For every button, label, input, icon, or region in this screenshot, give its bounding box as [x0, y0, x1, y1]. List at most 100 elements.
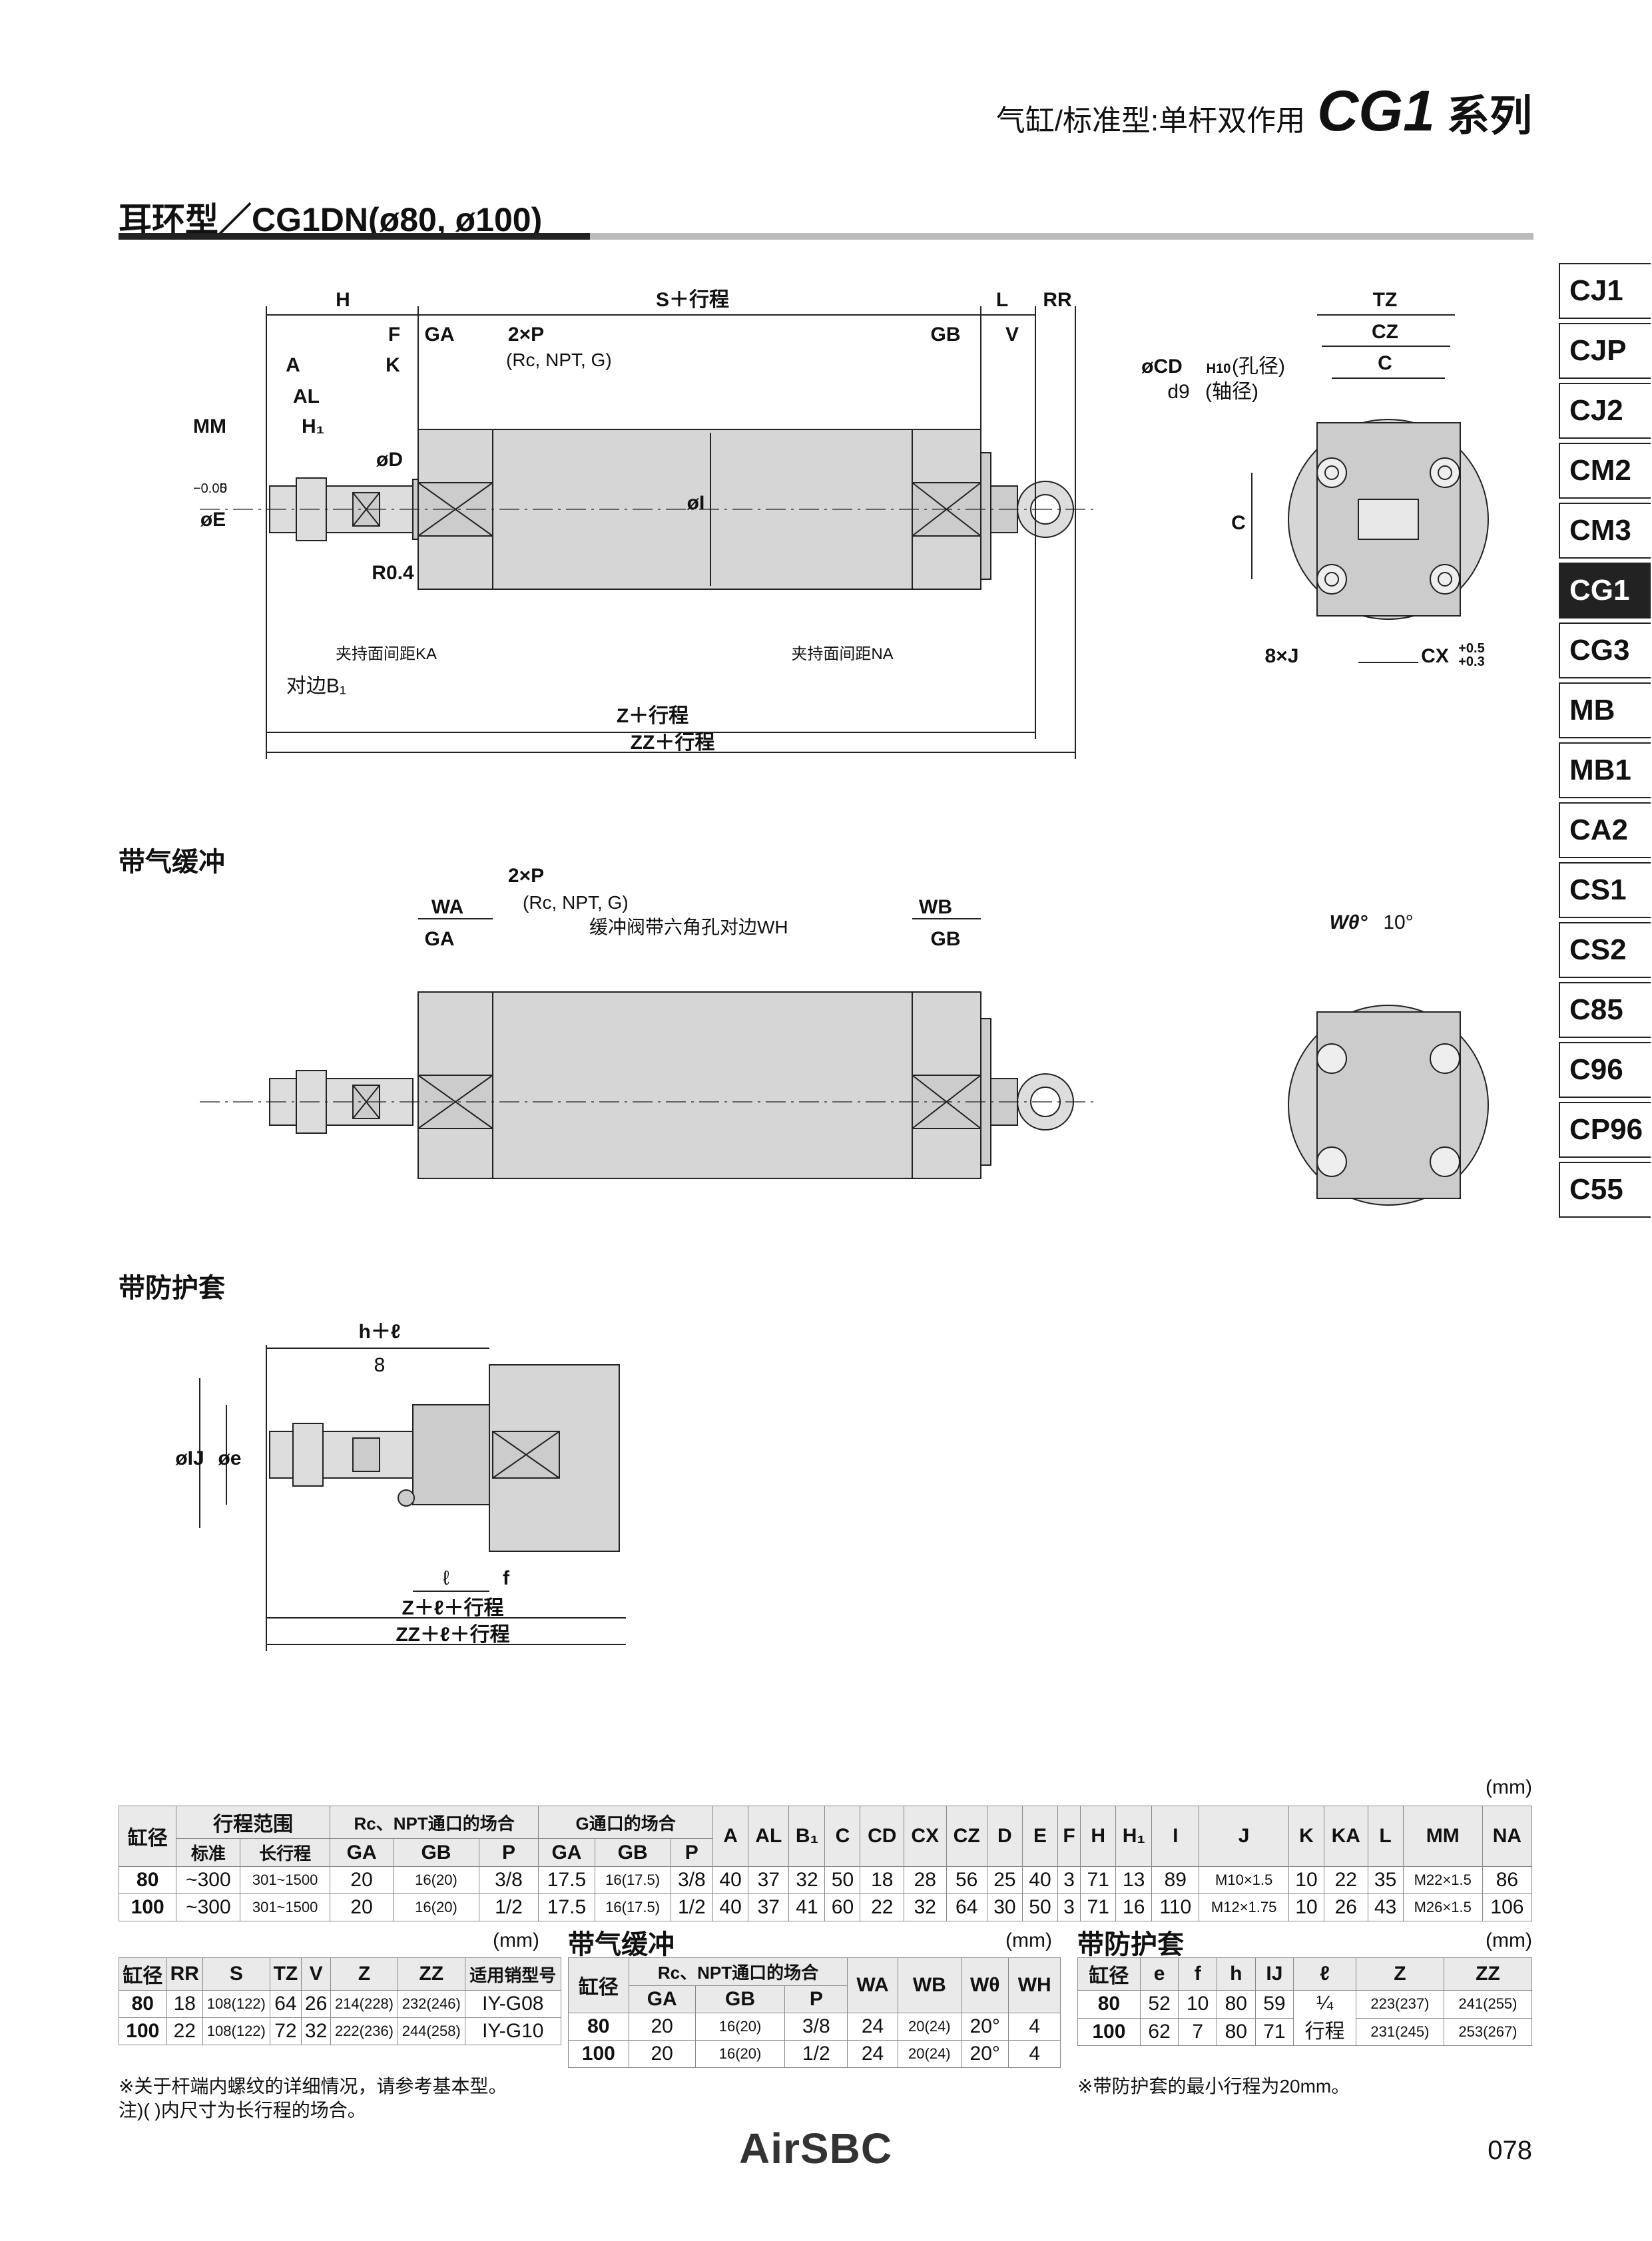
- table-cell: 52: [1139, 1990, 1179, 2019]
- dim-d9: d9: [1167, 381, 1189, 403]
- th-H: H: [1080, 1806, 1117, 1867]
- dim-AL: AL: [293, 385, 320, 407]
- table-cell: 3/8: [478, 1866, 539, 1894]
- table-boot-unit: (mm): [1486, 1929, 1532, 1951]
- table-cell: 4: [1008, 2013, 1061, 2041]
- table-cell: 86: [1482, 1866, 1533, 1894]
- title-rule-accent: [119, 233, 590, 240]
- dim-C: C: [1378, 352, 1392, 374]
- side-tab-cm3[interactable]: CM3: [1559, 503, 1651, 559]
- table-cell: IY-G08: [464, 1990, 562, 2018]
- dim-CZ: CZ: [1372, 321, 1398, 343]
- table-cell: 32: [301, 2017, 332, 2045]
- table-cell: 64: [269, 1990, 302, 2018]
- th-AL: AL: [748, 1806, 790, 1867]
- table-cell: 13: [1115, 1866, 1153, 1894]
- dim-Z: Z＋行程: [617, 705, 688, 727]
- cushion-WA: WA: [431, 896, 463, 918]
- table-cell: 24: [847, 2013, 898, 2041]
- side-tab-mb1[interactable]: MB1: [1559, 742, 1651, 798]
- boot-ZZ: ZZ＋ℓ＋行程: [396, 1624, 509, 1646]
- th-rr-7: 适用销型号: [464, 1957, 562, 1991]
- table-cell: 50: [1021, 1893, 1058, 1921]
- side-tab-cp96[interactable]: CP96: [1559, 1102, 1651, 1158]
- table-cell: 222(236): [330, 2017, 398, 2045]
- side-tab-cs2[interactable]: CS2: [1559, 922, 1651, 978]
- table-cell: ~300: [176, 1866, 241, 1894]
- th-A: A: [712, 1806, 749, 1867]
- side-tab-cj2[interactable]: CJ2: [1559, 383, 1651, 439]
- side-tab-cj1[interactable]: CJ1: [1559, 263, 1651, 319]
- table-cell: 108(122): [202, 2017, 270, 2045]
- side-tab-cjp[interactable]: CJP: [1559, 323, 1651, 379]
- table-cell: 24: [847, 2040, 898, 2068]
- table-boot-title: 带防护套: [1077, 1930, 1184, 1959]
- side-tab-mb[interactable]: MB: [1559, 682, 1651, 738]
- dim-J: 8×J: [1265, 645, 1299, 667]
- dim-E-tol-lo: −0.05: [193, 481, 227, 496]
- side-tab-c55[interactable]: C55: [1559, 1162, 1651, 1218]
- dim-B1: 对边B₁: [286, 675, 346, 697]
- th-c-GA: GA: [628, 1985, 696, 2013]
- boot-l-stroke: 行程: [1304, 2021, 1345, 2043]
- th-H1: H₁: [1115, 1806, 1153, 1867]
- side-tab-cg1[interactable]: CG1: [1559, 563, 1651, 619]
- table-cell: 16(17.5): [594, 1893, 671, 1921]
- side-tab-ca2[interactable]: CA2: [1559, 802, 1651, 858]
- table-rr-unit: (mm): [493, 1929, 539, 1951]
- table-cell: 37: [748, 1866, 790, 1894]
- boot-Z: Z＋ℓ＋行程: [402, 1597, 504, 1619]
- table-cell: 20: [628, 2013, 696, 2041]
- table-cell: 3/8: [670, 1866, 714, 1894]
- boot-l: ℓ: [443, 1567, 449, 1589]
- table-main-unit: (mm): [1486, 1776, 1532, 1798]
- th-CX: CX: [904, 1806, 947, 1867]
- table-cell: 253(267): [1443, 2017, 1533, 2046]
- th-GA-g: GA: [538, 1838, 595, 1867]
- table-cell: 3: [1057, 1866, 1081, 1894]
- side-tab-c85[interactable]: C85: [1559, 982, 1651, 1038]
- th-GB: GB: [393, 1838, 479, 1867]
- table-cell: 241(255): [1443, 1990, 1533, 2019]
- th-boot-4: IJ: [1254, 1957, 1294, 1991]
- table-cell: 40: [712, 1893, 749, 1921]
- dim-L: L: [996, 289, 1008, 311]
- cushion-10deg: 10°: [1383, 911, 1413, 933]
- table-cell: 110: [1151, 1893, 1200, 1921]
- table-cell: 71: [1254, 2017, 1294, 2046]
- side-tab-cg3[interactable]: CG3: [1559, 622, 1651, 678]
- header-series-word: 系列: [1447, 92, 1532, 140]
- section-cushion-title: 带气缓冲: [119, 848, 225, 877]
- table-cell: 22: [1324, 1866, 1368, 1894]
- th-c-bore: 缸径: [568, 1957, 629, 2013]
- dim-CD-hole: (孔径): [1232, 356, 1285, 377]
- table-cell: 20°: [961, 2040, 1009, 2068]
- boot-e: øe: [218, 1447, 241, 1469]
- table-cell: 72: [269, 2017, 302, 2045]
- cushion-WB: WB: [919, 896, 952, 918]
- th-c-WH: WH: [1008, 1957, 1061, 2013]
- dim-F: F: [388, 324, 400, 346]
- side-tab-cs1[interactable]: CS1: [1559, 862, 1651, 918]
- th-rr-4: V: [301, 1957, 332, 1991]
- th-CZ: CZ: [946, 1806, 987, 1867]
- th-C: C: [824, 1806, 861, 1867]
- table-cell: 17.5: [538, 1866, 595, 1894]
- dim-CX-tol-hi: +0.5: [1458, 641, 1484, 656]
- table-cell: 71: [1080, 1893, 1117, 1921]
- th-L: L: [1367, 1806, 1404, 1867]
- boot-drawing: h＋ℓ 8 øIJ øe ℓ f Z＋ℓ＋行程 ZZ＋ℓ＋行程: [175, 1321, 626, 1651]
- side-tab-cm2[interactable]: CM2: [1559, 443, 1651, 499]
- table-cell: 100: [1077, 2017, 1141, 2046]
- table-cell: 214(228): [330, 1990, 398, 2018]
- boot-IJ: øIJ: [175, 1447, 204, 1469]
- table-cell: 244(258): [397, 2017, 465, 2045]
- page-title: 耳环型／CG1DN(ø80, ø100): [119, 201, 543, 238]
- side-tab-c96[interactable]: C96: [1559, 1042, 1651, 1098]
- th-c-Wtheta: Wθ: [961, 1957, 1009, 2013]
- dim-P: 2×P: [508, 324, 544, 346]
